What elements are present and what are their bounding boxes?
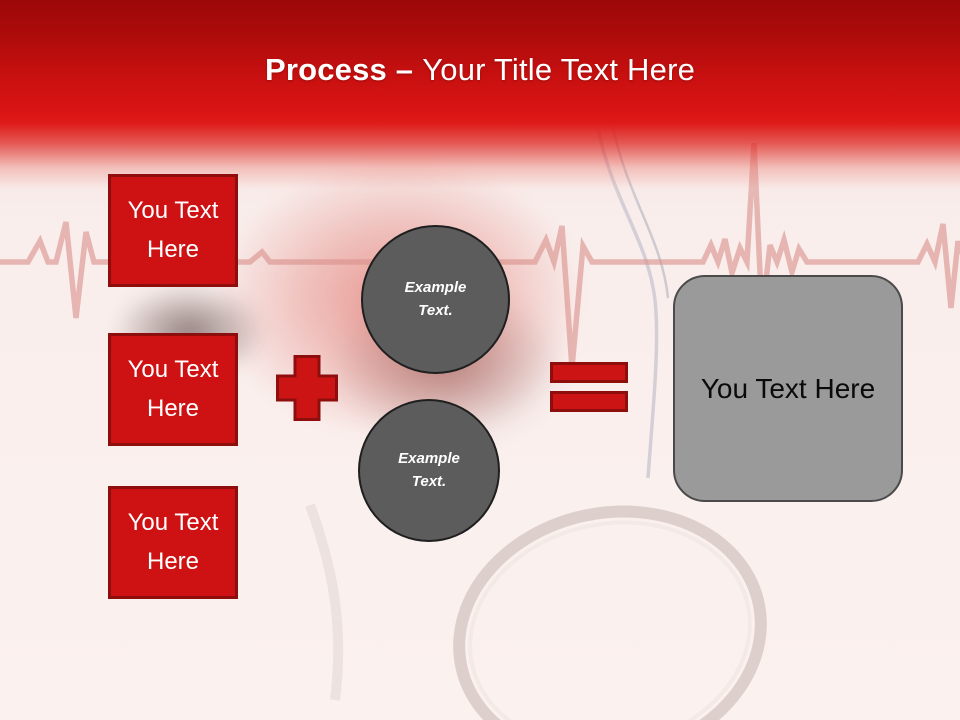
example-circle-1[interactable]: Example Text. <box>361 225 510 374</box>
example-circle-2[interactable]: Example Text. <box>358 399 500 542</box>
slide-title-emphasis: Process – <box>264 52 414 87</box>
example-circle-1-label: Example Text. <box>404 279 467 319</box>
equals-icon <box>550 362 628 412</box>
example-circle-2-label: Example Text. <box>398 450 460 490</box>
input-box-2-label: You Text Here <box>127 356 219 422</box>
plus-icon <box>276 355 338 421</box>
input-box-3-label: You Text Here <box>127 509 219 575</box>
result-box-label: You Text Here <box>700 372 876 404</box>
input-box-1-label: You Text Here <box>127 197 219 263</box>
input-box-3[interactable]: You Text Here <box>108 486 238 599</box>
input-box-1[interactable]: You Text Here <box>108 174 238 287</box>
title-band <box>0 0 960 205</box>
slide-title-rest: Your Title Text Here <box>422 52 696 87</box>
input-box-2[interactable]: You Text Here <box>108 333 238 446</box>
result-box[interactable]: You Text Here <box>673 275 903 502</box>
slide-title: Process –Your Title Text Here <box>0 52 960 88</box>
